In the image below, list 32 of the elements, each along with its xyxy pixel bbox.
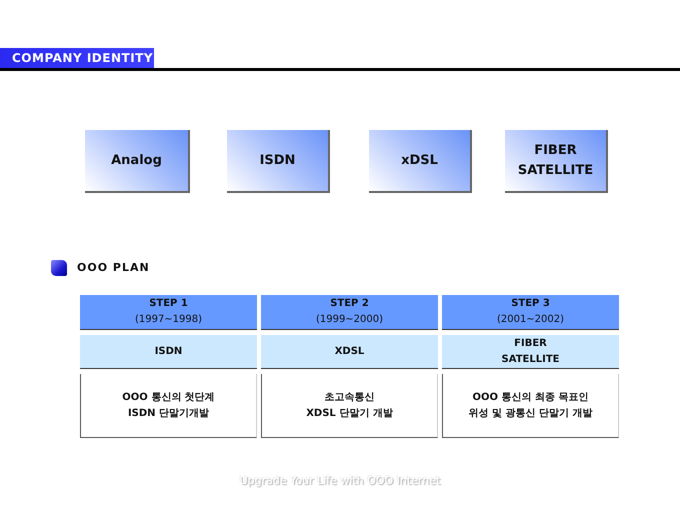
box-label: Analog: [111, 152, 162, 170]
technology-cell: [261, 335, 438, 369]
box-label: xDSL: [401, 152, 438, 170]
year-range: (2001~2002): [496, 313, 564, 327]
box-label: FIBER SATELLITE: [518, 142, 594, 180]
gradient-box: [505, 130, 608, 193]
step-title: STEP 2: [330, 297, 369, 311]
description-text: 초고속통신 XDSL 단말기 개발: [306, 390, 393, 420]
technology-name: ISDN: [154, 344, 182, 358]
technology-name: FIBER SATELLITE: [502, 336, 560, 366]
description-cell: [261, 374, 438, 438]
box-label: ISDN: [260, 152, 296, 170]
step-title: STEP 1: [149, 297, 188, 311]
step-title: STEP 3: [511, 297, 550, 311]
footer-slogan: Upgrade Your Life with OOO Internet: [238, 474, 442, 487]
description-text: OOO 통신의 첫단계 ISDN 단말기개발: [122, 390, 215, 420]
description-cell: [442, 374, 619, 438]
description-cell: [80, 374, 257, 438]
section-heading: OOO PLAN: [77, 261, 150, 274]
step-header-cell: [442, 295, 619, 330]
gradient-box: [85, 130, 190, 193]
year-range: (1999~2000): [316, 313, 384, 327]
year-range: (1997~1998): [134, 313, 202, 327]
technology-cell: [80, 335, 257, 369]
description-text: OOO 통신의 최종 목표인 위성 및 광통신 단말기 개발: [468, 390, 592, 420]
header-tab: COMPANY IDENTITY: [0, 48, 154, 69]
gradient-box: [369, 130, 472, 193]
technology-name: XDSL: [334, 344, 364, 358]
step-header-cell: [80, 295, 257, 330]
technology-cell: [442, 335, 619, 369]
step-header-cell: [261, 295, 438, 330]
gradient-box: [227, 130, 330, 193]
